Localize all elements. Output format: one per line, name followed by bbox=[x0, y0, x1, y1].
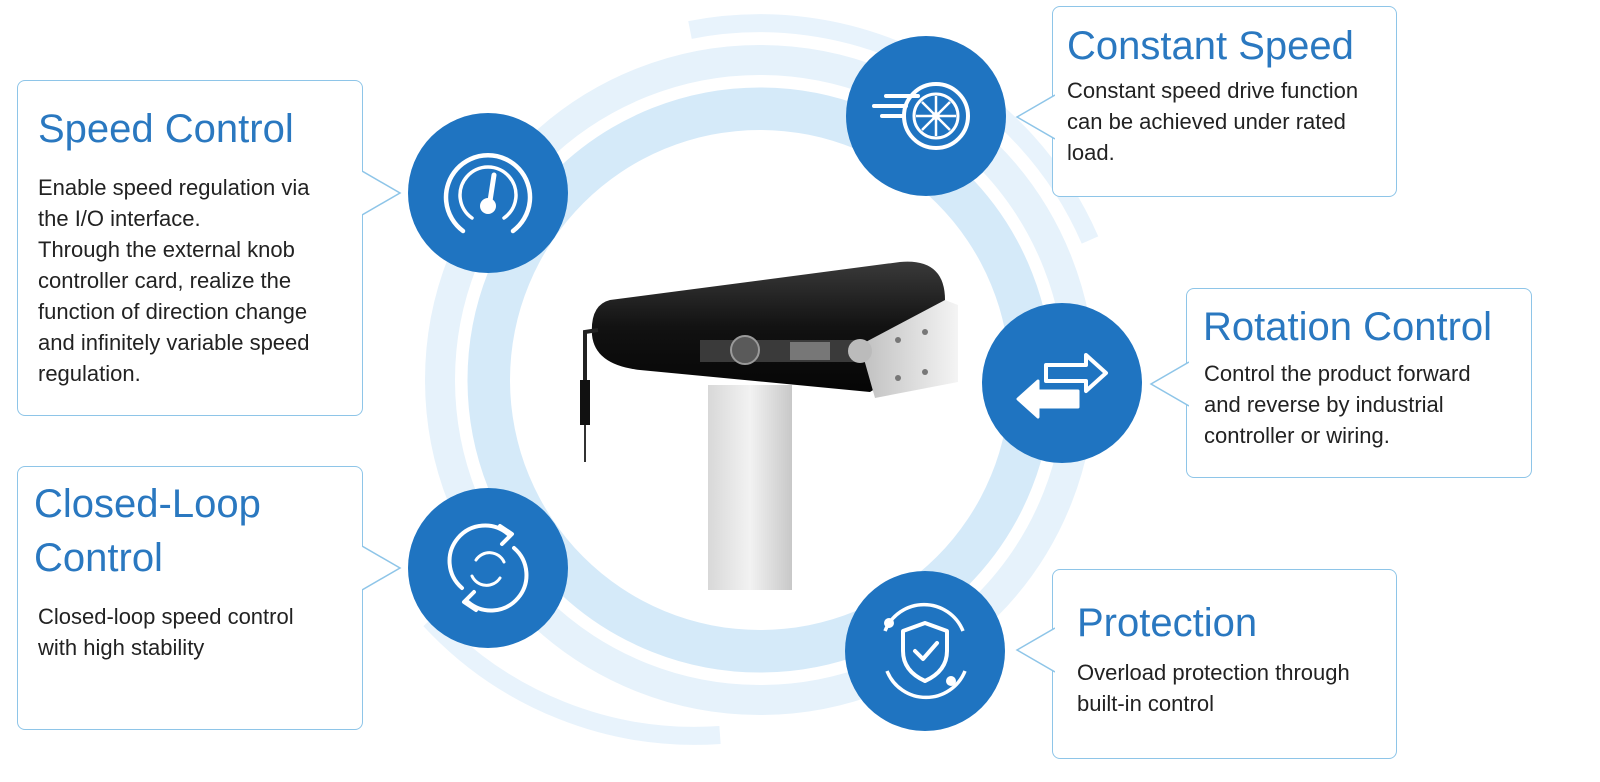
bolt bbox=[895, 375, 901, 381]
speed-control-card: Speed Control Enable speed regulation vi… bbox=[17, 80, 363, 416]
closed-loop-badge bbox=[408, 488, 568, 648]
card-title: Protection bbox=[1077, 601, 1258, 645]
closed-loop-pointer bbox=[362, 545, 402, 591]
speedometer-icon bbox=[443, 153, 533, 234]
closed-loop-card: Closed-Loop Control Closed-loop speed co… bbox=[17, 466, 363, 730]
conveyor-leg bbox=[708, 385, 792, 590]
card-title: Constant Speed bbox=[1067, 24, 1354, 68]
cable-plug bbox=[580, 380, 590, 425]
drum-gear bbox=[730, 335, 760, 365]
card-description: Overload protection through built-in con… bbox=[1077, 660, 1350, 716]
cable bbox=[583, 328, 599, 380]
drum-shaft bbox=[790, 342, 830, 360]
shield-check-icon bbox=[883, 602, 967, 700]
constant-speed-badge bbox=[846, 36, 1006, 196]
card-description: Closed-loop speed control with high stab… bbox=[38, 604, 294, 660]
card-description: Control the product forward and reverse … bbox=[1204, 361, 1471, 448]
side-plate bbox=[860, 300, 958, 398]
card-description: Enable speed regulation via the I/O inte… bbox=[38, 175, 310, 386]
bolt bbox=[922, 329, 928, 335]
protection-card: Protection Overload protection through b… bbox=[1052, 569, 1397, 759]
protection-pointer bbox=[1015, 627, 1055, 673]
constant-speed-pointer bbox=[1015, 94, 1055, 140]
speed-control-badge bbox=[408, 113, 568, 273]
drum-end bbox=[848, 339, 872, 363]
protection-badge bbox=[845, 571, 1005, 731]
bidirectional-arrows-icon bbox=[1016, 353, 1108, 419]
rotation-control-badge bbox=[982, 303, 1142, 463]
speed-control-pointer bbox=[362, 170, 402, 216]
drum-motor bbox=[700, 340, 860, 362]
card-title: Speed Control bbox=[38, 107, 294, 151]
card-description: Constant speed drive function can be ach… bbox=[1067, 78, 1359, 165]
rotation-control-pointer bbox=[1149, 361, 1189, 407]
rotation-control-card: Rotation Control Control the product for… bbox=[1186, 288, 1532, 478]
card-title: Closed-Loop Control bbox=[34, 482, 261, 580]
bolt bbox=[922, 369, 928, 375]
bottom-arc bbox=[423, 613, 721, 745]
refresh-cycle-icon bbox=[447, 523, 529, 613]
constant-speed-card: Constant Speed Constant speed drive func… bbox=[1052, 6, 1397, 197]
turbine-speed-icon bbox=[872, 82, 970, 150]
card-title: Rotation Control bbox=[1203, 305, 1493, 349]
bolt bbox=[895, 337, 901, 343]
